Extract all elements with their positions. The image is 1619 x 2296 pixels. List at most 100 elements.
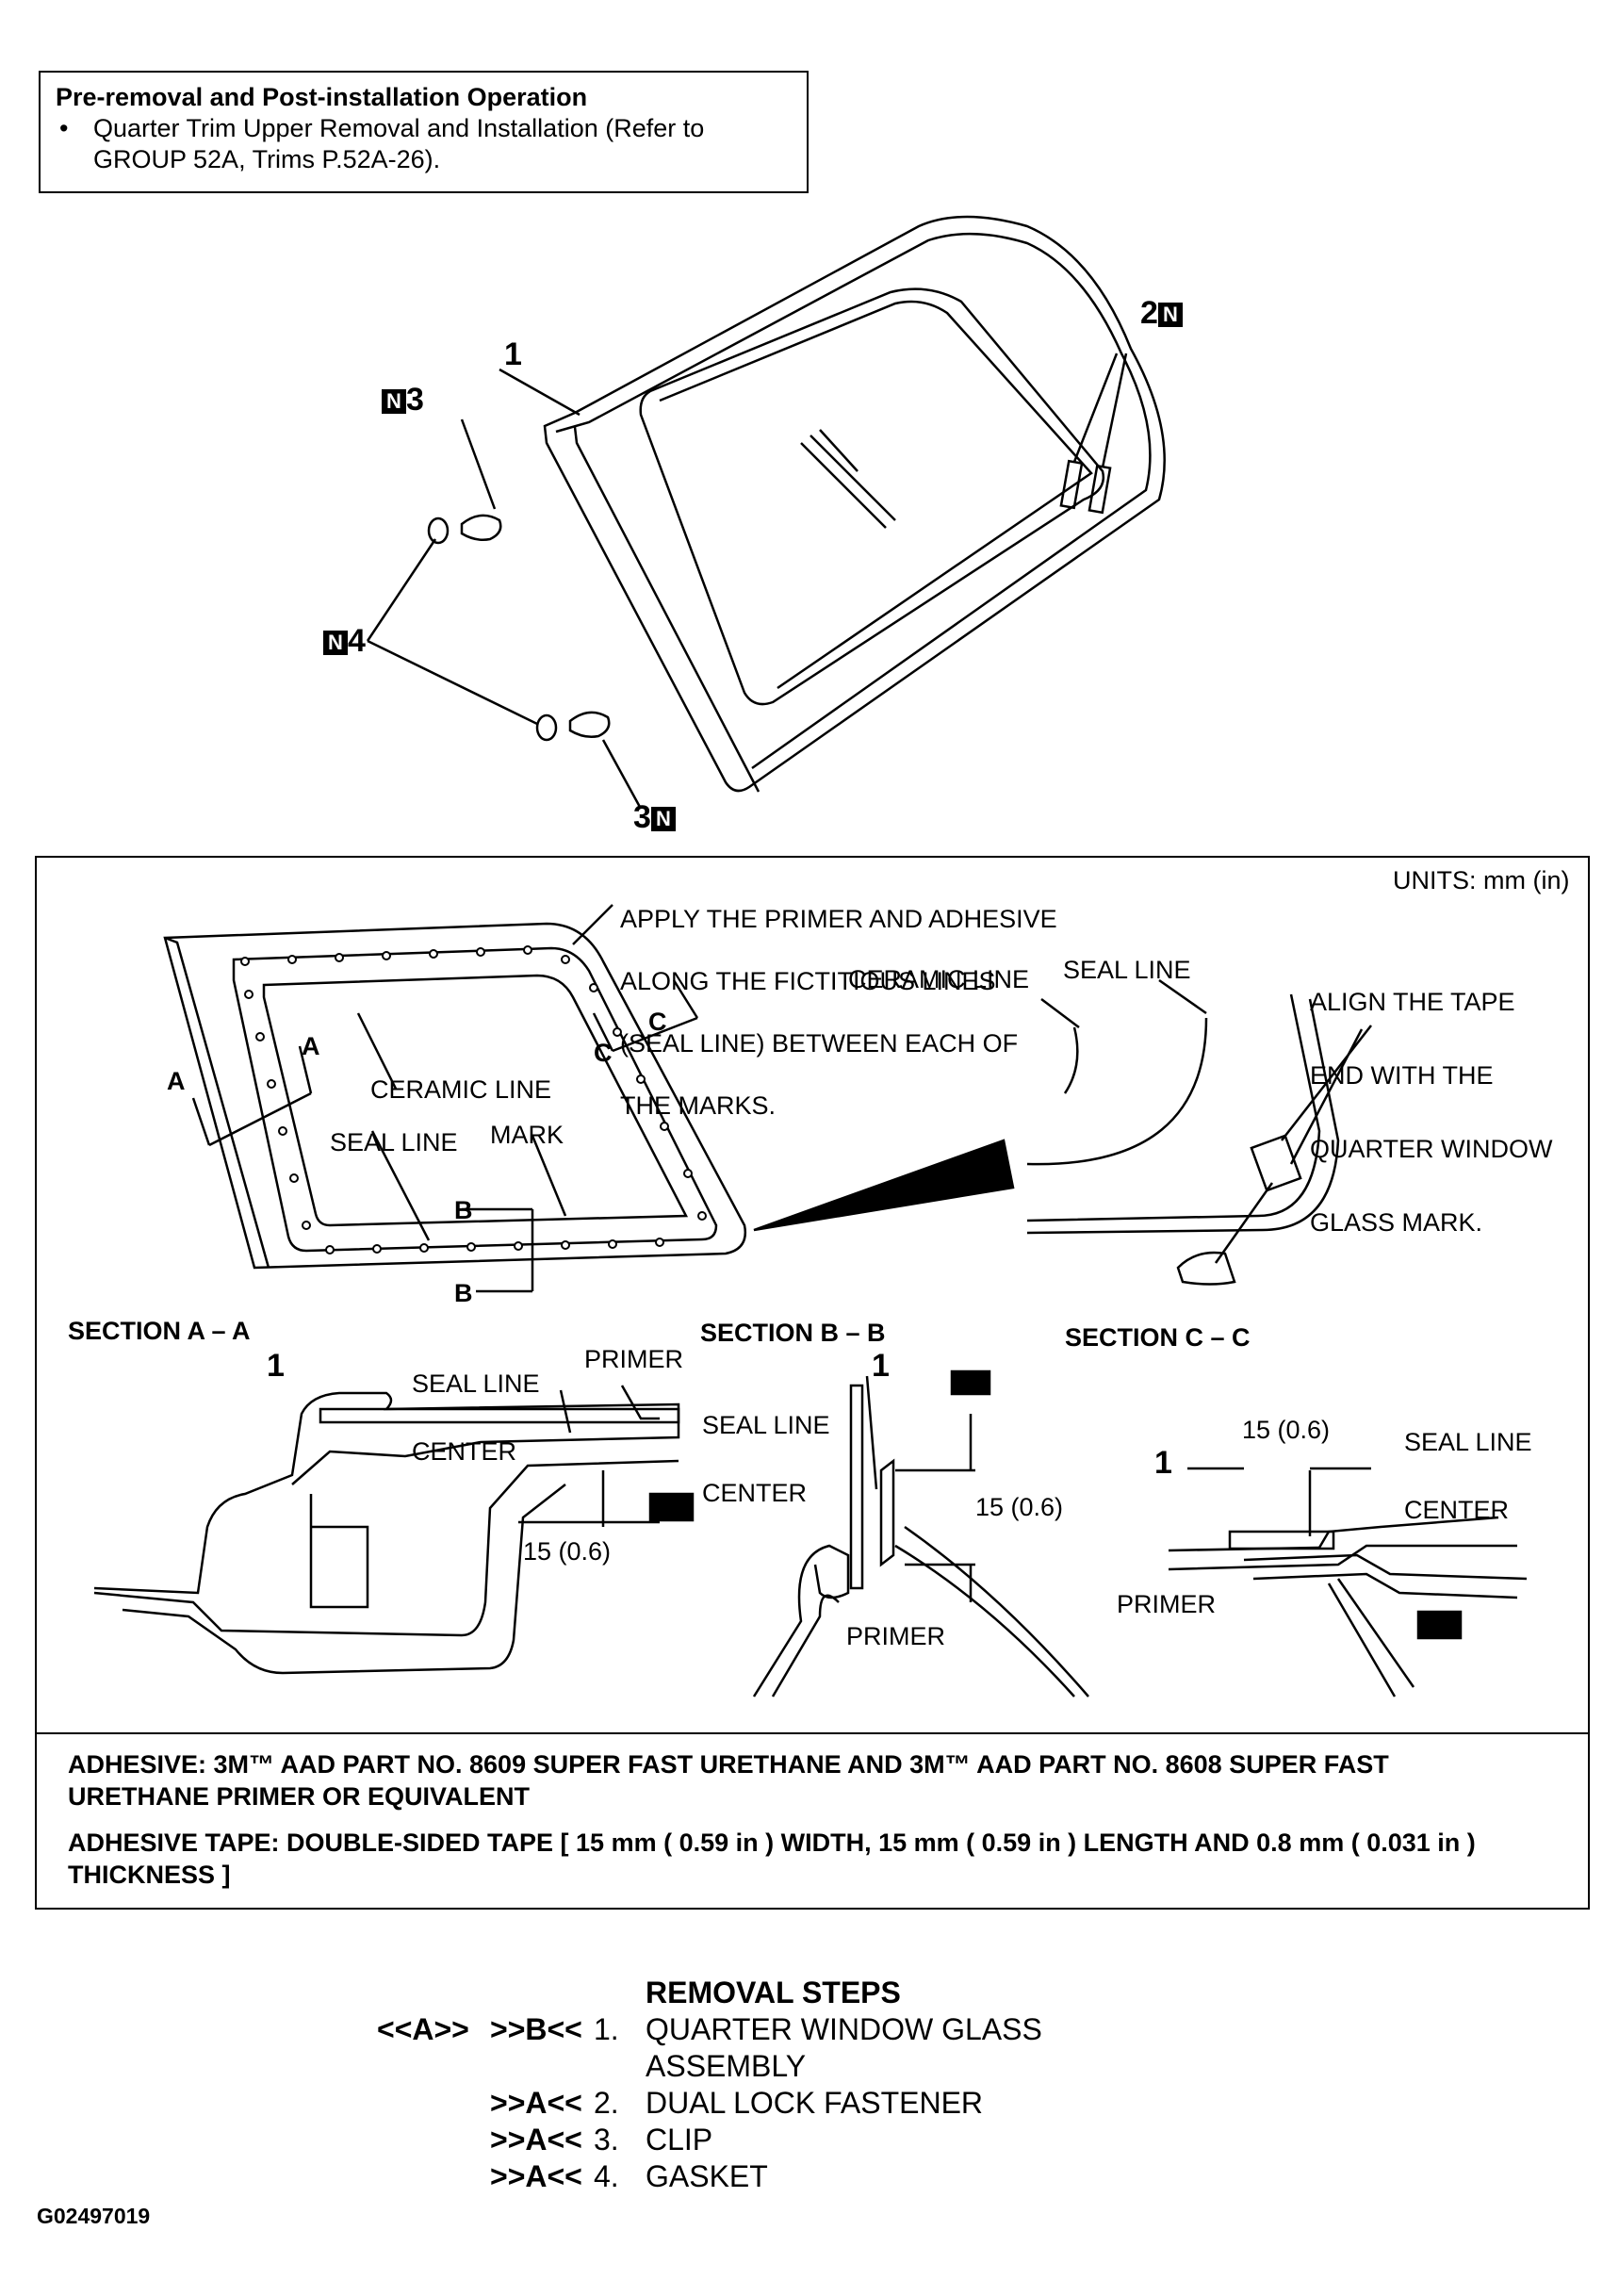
step-ref1 xyxy=(377,2085,490,2122)
pre-removal-bullet: Quarter Trim Upper Removal and Installat… xyxy=(56,113,792,175)
apply-note: APPLY THE PRIMER AND ADHESIVE ALONG THE … xyxy=(620,867,1057,1137)
callout-1: 1 xyxy=(504,336,522,372)
align-note-line4: GLASS MARK. xyxy=(1310,1208,1483,1237)
center-text: CENTER xyxy=(702,1479,808,1507)
step-number: 2. xyxy=(594,2086,619,2120)
removal-steps: REMOVAL STEPS <<A>> >>B<< 1. QUARTER WIN… xyxy=(377,1975,1042,2195)
label-a-left: A xyxy=(167,1067,186,1095)
section-cc-callout-1: 1 xyxy=(1154,1445,1172,1481)
seal-line-label: SEAL LINE xyxy=(330,1128,458,1156)
step-label: ASSEMBLY xyxy=(646,2049,807,2083)
section-bb-primer: PRIMER xyxy=(846,1622,946,1650)
seal-line-right-label: SEAL LINE xyxy=(1063,956,1191,984)
seal-line-text: SEAL LINE xyxy=(1404,1428,1532,1456)
pre-removal-title: Pre-removal and Post-installation Operat… xyxy=(56,83,588,111)
step-row: <<A>> >>B<< 1. QUARTER WINDOW GLASS xyxy=(377,2011,1042,2048)
label-a-right: A xyxy=(302,1032,320,1060)
section-aa-callout-1: 1 xyxy=(267,1348,285,1384)
tape-note-line2: THICKNESS ] xyxy=(68,1861,231,1889)
section-aa-drawing xyxy=(93,1385,695,1675)
adhesive-note-line2: URETHANE PRIMER OR EQUIVALENT xyxy=(68,1782,531,1811)
step-number: 4. xyxy=(594,2159,619,2193)
label-c-bottom: C xyxy=(594,1039,613,1067)
section-bb-drawing xyxy=(752,1369,1089,1697)
section-aa-seal-line-center: SEAL LINE CENTER xyxy=(412,1327,540,1485)
figure-id: G02497019 xyxy=(37,2204,151,2228)
step-number: 1. xyxy=(594,2012,619,2046)
pre-removal-bullet-line1: Quarter Trim Upper Removal and Installat… xyxy=(93,114,705,142)
ceramic-line-label: CERAMIC LINE xyxy=(370,1075,552,1104)
center-text: CENTER xyxy=(1404,1496,1510,1524)
apply-note-line1: APPLY THE PRIMER AND ADHESIVE xyxy=(620,905,1057,933)
adhesive-note: ADHESIVE: 3M™ AAD PART NO. 8609 SUPER FA… xyxy=(68,1748,1576,1812)
section-cc-dimension: 15 (0.6) xyxy=(1242,1416,1331,1444)
step-row: ASSEMBLY xyxy=(377,2048,1042,2085)
seal-line-text: SEAL LINE xyxy=(412,1369,540,1398)
notes-divider xyxy=(35,1732,1590,1734)
apply-note-line2: ALONG THE FICTITIOUS LINES xyxy=(620,967,996,995)
n-badge-icon: N xyxy=(650,807,676,832)
step-label: GASKET xyxy=(646,2159,768,2193)
detail-box xyxy=(35,856,1590,1910)
callout-3-bottom: 3 xyxy=(633,799,651,835)
section-aa-dimension: 15 (0.6) xyxy=(523,1537,612,1566)
callout-3-top: 3 xyxy=(406,382,424,418)
ceramic-line-right-label: CERAMIC LINE xyxy=(848,965,1030,993)
step-label: CLIP xyxy=(646,2123,713,2157)
step-row: >>A<< 2. DUAL LOCK FASTENER xyxy=(377,2085,1042,2122)
step-row: >>A<< 3. CLIP xyxy=(377,2122,1042,2158)
label-b-top: B xyxy=(454,1196,473,1224)
seal-line-text: SEAL LINE xyxy=(702,1411,830,1439)
step-number xyxy=(594,2048,646,2085)
step-ref2: >>A<< xyxy=(490,2159,582,2193)
n-badge-icon: N xyxy=(323,631,348,656)
label-b-bottom: B xyxy=(454,1279,473,1307)
section-bb-title: SECTION B – B xyxy=(700,1319,886,1347)
step-ref1 xyxy=(377,2122,490,2158)
quarter-glass-drawing xyxy=(366,215,1166,810)
section-aa-primer: PRIMER xyxy=(584,1345,684,1373)
seal-line-drawing xyxy=(163,904,1372,1293)
center-text: CENTER xyxy=(412,1437,517,1466)
tape-note-line1: ADHESIVE TAPE: DOUBLE-SIDED TAPE [ 15 mm… xyxy=(68,1829,1476,1857)
pre-removal-box: Pre-removal and Post-installation Operat… xyxy=(39,71,809,193)
section-cc-title: SECTION C – C xyxy=(1065,1323,1251,1352)
step-ref1: <<A>> xyxy=(377,2012,469,2046)
section-bb-callout-1: 1 xyxy=(872,1348,890,1384)
units-label: UNITS: mm (in) xyxy=(1393,866,1570,894)
align-note-line1: ALIGN THE TAPE xyxy=(1310,988,1515,1016)
label-c-top: C xyxy=(648,1008,667,1036)
section-cc-seal-line-center: SEAL LINE CENTER xyxy=(1404,1386,1532,1544)
apply-note-line3: (SEAL LINE) BETWEEN EACH OF xyxy=(620,1029,1019,1058)
step-ref2 xyxy=(490,2048,594,2085)
apply-note-line4: THE MARKS. xyxy=(620,1091,777,1120)
tape-note: ADHESIVE TAPE: DOUBLE-SIDED TAPE [ 15 mm… xyxy=(68,1827,1576,1891)
step-ref1 xyxy=(377,2048,490,2085)
align-note-line2: END WITH THE xyxy=(1310,1061,1494,1090)
pre-removal-bullet-line2: GROUP 52A, Trims P.52A-26). xyxy=(93,145,441,173)
section-bb-dimension: 15 (0.6) xyxy=(975,1493,1064,1521)
callout-4: 4 xyxy=(348,623,366,659)
removal-steps-title: REMOVAL STEPS xyxy=(646,1976,901,2009)
adhesive-note-line1: ADHESIVE: 3M™ AAD PART NO. 8609 SUPER FA… xyxy=(68,1750,1389,1779)
step-label: QUARTER WINDOW GLASS xyxy=(646,2012,1042,2046)
align-note: ALIGN THE TAPE END WITH THE QUARTER WIND… xyxy=(1310,941,1553,1259)
step-ref2: >>A<< xyxy=(490,2123,582,2157)
step-label: DUAL LOCK FASTENER xyxy=(646,2086,984,2120)
step-ref2: >>A<< xyxy=(490,2086,582,2120)
section-bb-seal-line-center: SEAL LINE CENTER xyxy=(702,1369,830,1527)
section-aa-title: SECTION A – A xyxy=(68,1317,251,1345)
align-note-line3: QUARTER WINDOW xyxy=(1310,1135,1553,1163)
n-badge-icon: N xyxy=(1157,303,1183,328)
step-ref1 xyxy=(377,2158,490,2195)
n-badge-icon: N xyxy=(382,389,406,415)
section-cc-drawing xyxy=(1168,1467,1528,1697)
mark-label: MARK xyxy=(490,1121,564,1149)
step-number: 3. xyxy=(594,2123,619,2157)
callout-2: 2 xyxy=(1140,295,1158,331)
